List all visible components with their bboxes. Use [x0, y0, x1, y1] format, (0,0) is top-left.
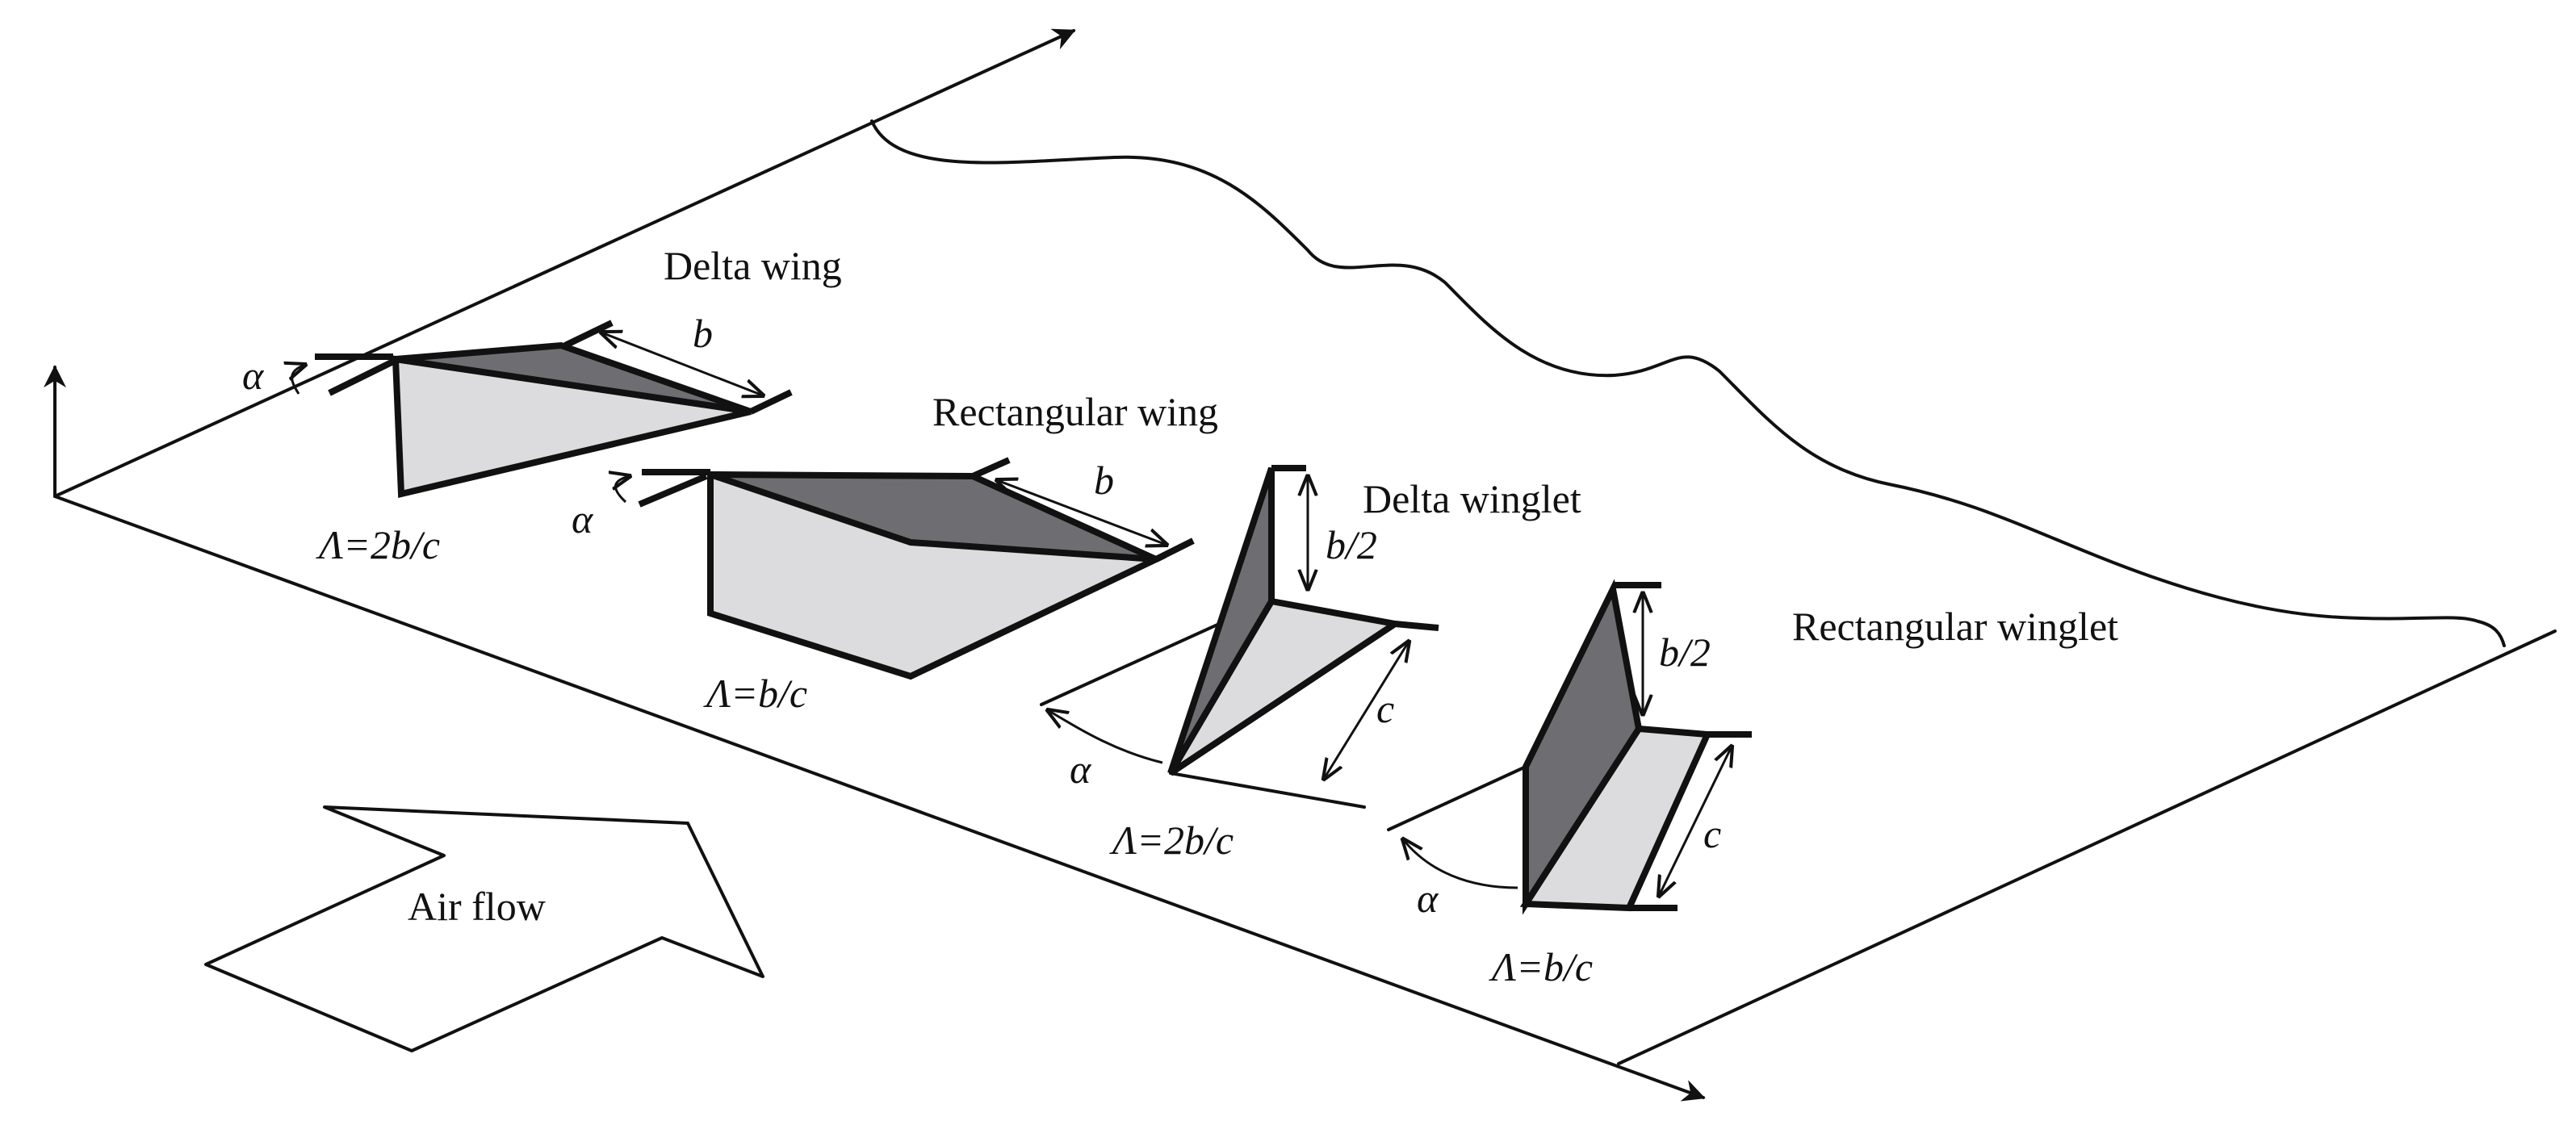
plate-cut-wavy-edge [870, 119, 2506, 647]
delta-winglet-chord-symbol: c [1376, 686, 1394, 731]
rectangular-winglet-chord-arrow [1659, 747, 1732, 896]
delta-wing-span-tick-bottom [749, 389, 793, 415]
rectangular-wing-span-tick-bottom [1154, 537, 1195, 563]
rectangular-wing-group: α b Rectangular wing Λ=b/c [572, 389, 1218, 716]
delta-winglet-chord-arrow [1324, 642, 1409, 779]
rectangular-wing-span-tick-top [971, 457, 1011, 479]
plate-outline [44, 28, 2557, 1102]
rectangular-wing-span-symbol: b [1094, 458, 1114, 503]
delta-wing-angle-arc [292, 365, 305, 395]
rectangular-wing-span-arrow [997, 480, 1167, 545]
delta-wing-angle-symbol: α [242, 353, 265, 398]
rectangular-winglet-fin-face [1523, 579, 1643, 915]
delta-winglet-label: Delta winglet [1363, 476, 1581, 521]
delta-winglet-height-symbol: b/2 [1326, 522, 1377, 567]
delta-winglet-chord-tick-top [1394, 621, 1439, 631]
delta-winglet-trailing-line [1169, 772, 1366, 809]
plate-far-edge [1617, 630, 2557, 1065]
rectangular-winglet-angle-arc [1403, 839, 1518, 889]
delta-winglet-group: α b/2 c Delta winglet Λ=2b/c [1040, 465, 1581, 863]
streamwise-axis [53, 495, 1706, 1102]
rectangular-winglet-height-symbol: b/2 [1659, 630, 1711, 675]
delta-winglet-angle-symbol: α [1070, 747, 1092, 792]
delta-wing-aspect-ratio: Λ=2b/c [316, 522, 440, 567]
rectangular-wing-label: Rectangular wing [932, 389, 1218, 434]
air-flow-label: Air flow [408, 884, 546, 929]
delta-wing-span-tick-top [563, 320, 614, 349]
rectangular-winglet-chord-symbol: c [1703, 811, 1721, 856]
delta-wing-span-arrow [601, 333, 763, 395]
delta-winglet-aspect-ratio: Λ=2b/c [1109, 818, 1234, 863]
spanwise-axis [53, 28, 1076, 498]
rectangular-winglet-label: Rectangular winglet [1792, 604, 2118, 649]
delta-wing-span-symbol: b [693, 311, 713, 356]
delta-wing-group: α b Delta wing Λ=2b/c [242, 243, 842, 567]
delta-wing-label: Delta wing [664, 243, 842, 288]
air-flow-arrow-shape [204, 805, 764, 1052]
rectangular-wing-aspect-ratio: Λ=b/c [703, 671, 807, 716]
delta-winglet-angle-arc [1048, 710, 1163, 764]
delta-winglet-fin-face [1167, 466, 1275, 776]
air-flow-arrow: Air flow [204, 805, 764, 1052]
delta-wing-base-tick [328, 358, 395, 396]
rectangular-wing-angle-symbol: α [572, 496, 594, 542]
rectangular-winglet-group: α b/2 c Rectangular winglet Λ=b/c [1387, 579, 2118, 989]
rectangular-winglet-base-line [1387, 765, 1527, 831]
rectangular-winglet-angle-symbol: α [1417, 876, 1439, 921]
rectangular-wing-angle-arc [616, 476, 630, 504]
rectangular-winglet-aspect-ratio: Λ=b/c [1489, 944, 1593, 989]
rectangular-wing-base-tick [638, 473, 708, 508]
